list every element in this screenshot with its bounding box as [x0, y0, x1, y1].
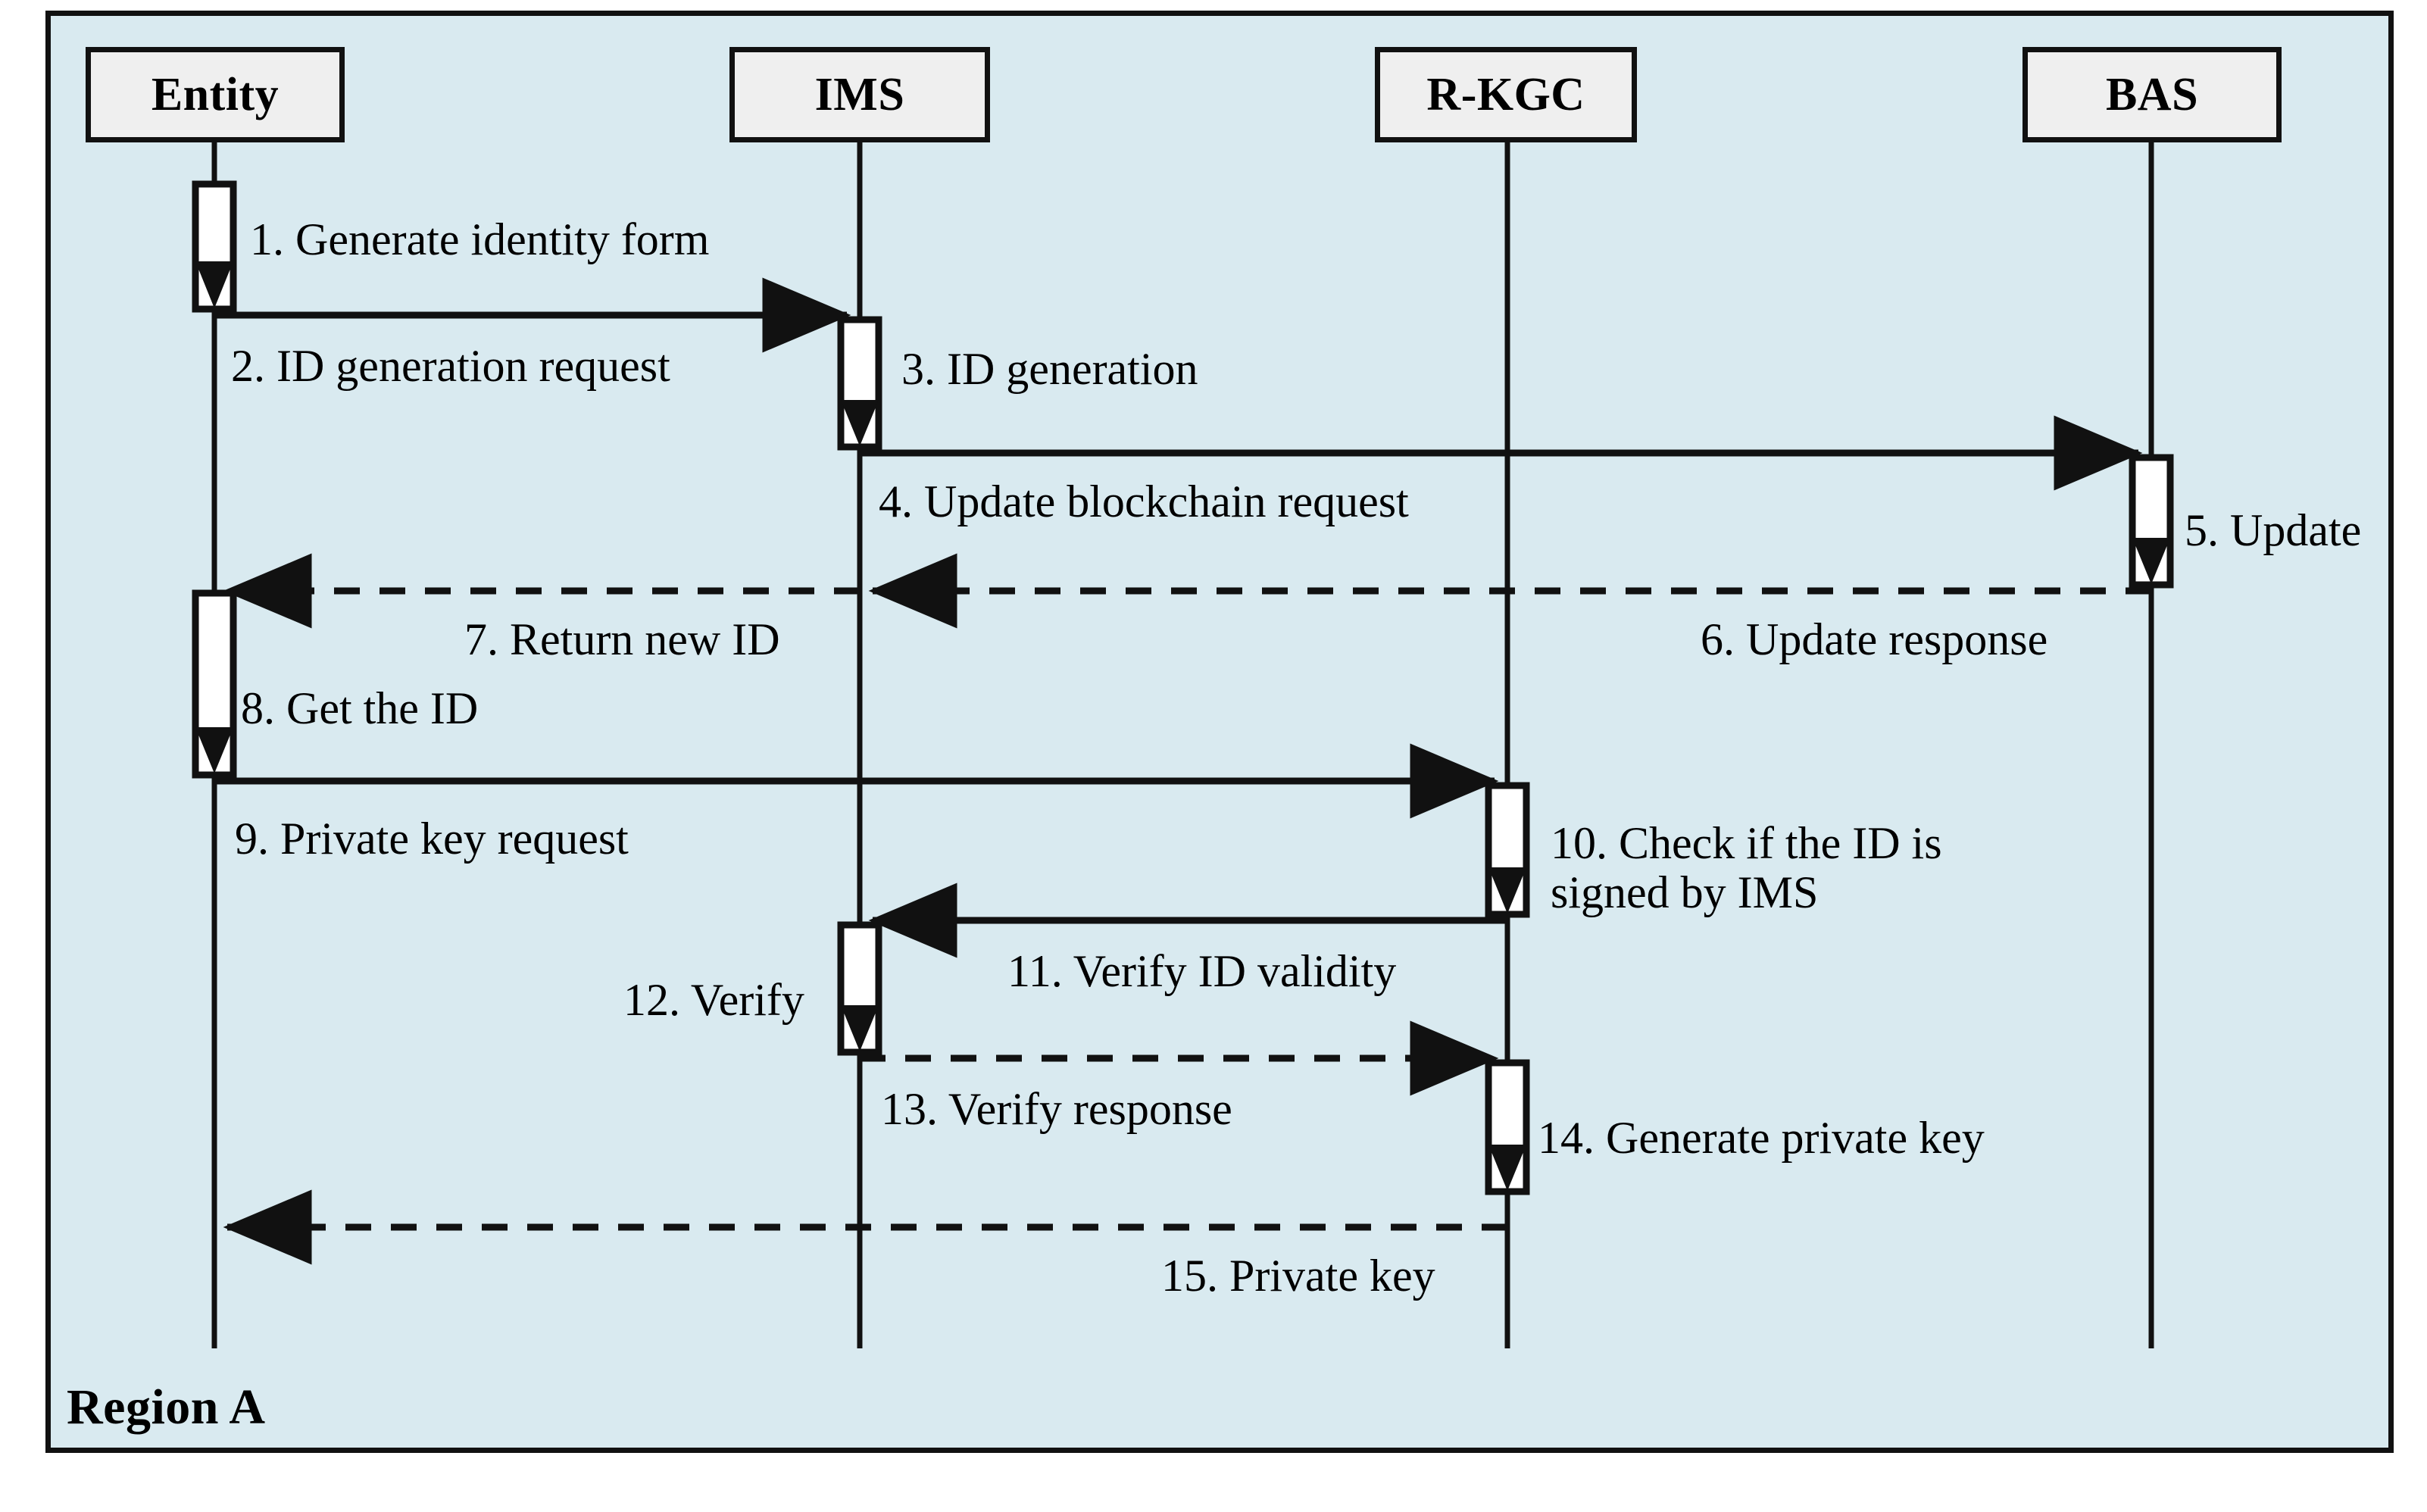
region-frame — [45, 11, 2394, 1453]
message-label-2: 2. ID generation request — [231, 341, 670, 391]
actor-box-ims[interactable]: IMS — [729, 47, 990, 142]
message-label-15: 15. Private key — [1161, 1251, 1435, 1301]
message-label-12: 12. Verify — [623, 975, 804, 1025]
message-label-7: 7. Return new ID — [464, 614, 780, 664]
message-label-8: 8. Get the ID — [241, 683, 479, 733]
region-label: Region A — [67, 1379, 266, 1435]
message-label-10: 10. Check if the ID is signed by IMS — [1551, 818, 1942, 917]
actor-label-ims: IMS — [814, 69, 905, 120]
actor-label-bas: BAS — [2105, 69, 2199, 120]
message-label-6: 6. Update response — [1701, 614, 2048, 664]
message-label-9: 9. Private key request — [235, 814, 629, 864]
message-label-11: 11. Verify ID validity — [1007, 946, 1397, 996]
message-label-1: 1. Generate identity form — [250, 214, 710, 264]
message-label-4: 4. Update blockchain request — [879, 476, 1409, 526]
message-label-3: 3. ID generation — [901, 344, 1198, 394]
message-label-13: 13. Verify response — [881, 1084, 1232, 1134]
actor-box-rkgc[interactable]: R-KGC — [1375, 47, 1637, 142]
message-label-5: 5. Update — [2185, 505, 2362, 555]
actor-box-entity[interactable]: Entity — [86, 47, 345, 142]
actor-box-bas[interactable]: BAS — [2022, 47, 2282, 142]
actor-label-rkgc: R-KGC — [1426, 69, 1585, 120]
actor-label-entity: Entity — [151, 69, 280, 120]
message-label-14: 14. Generate private key — [1538, 1113, 1985, 1163]
